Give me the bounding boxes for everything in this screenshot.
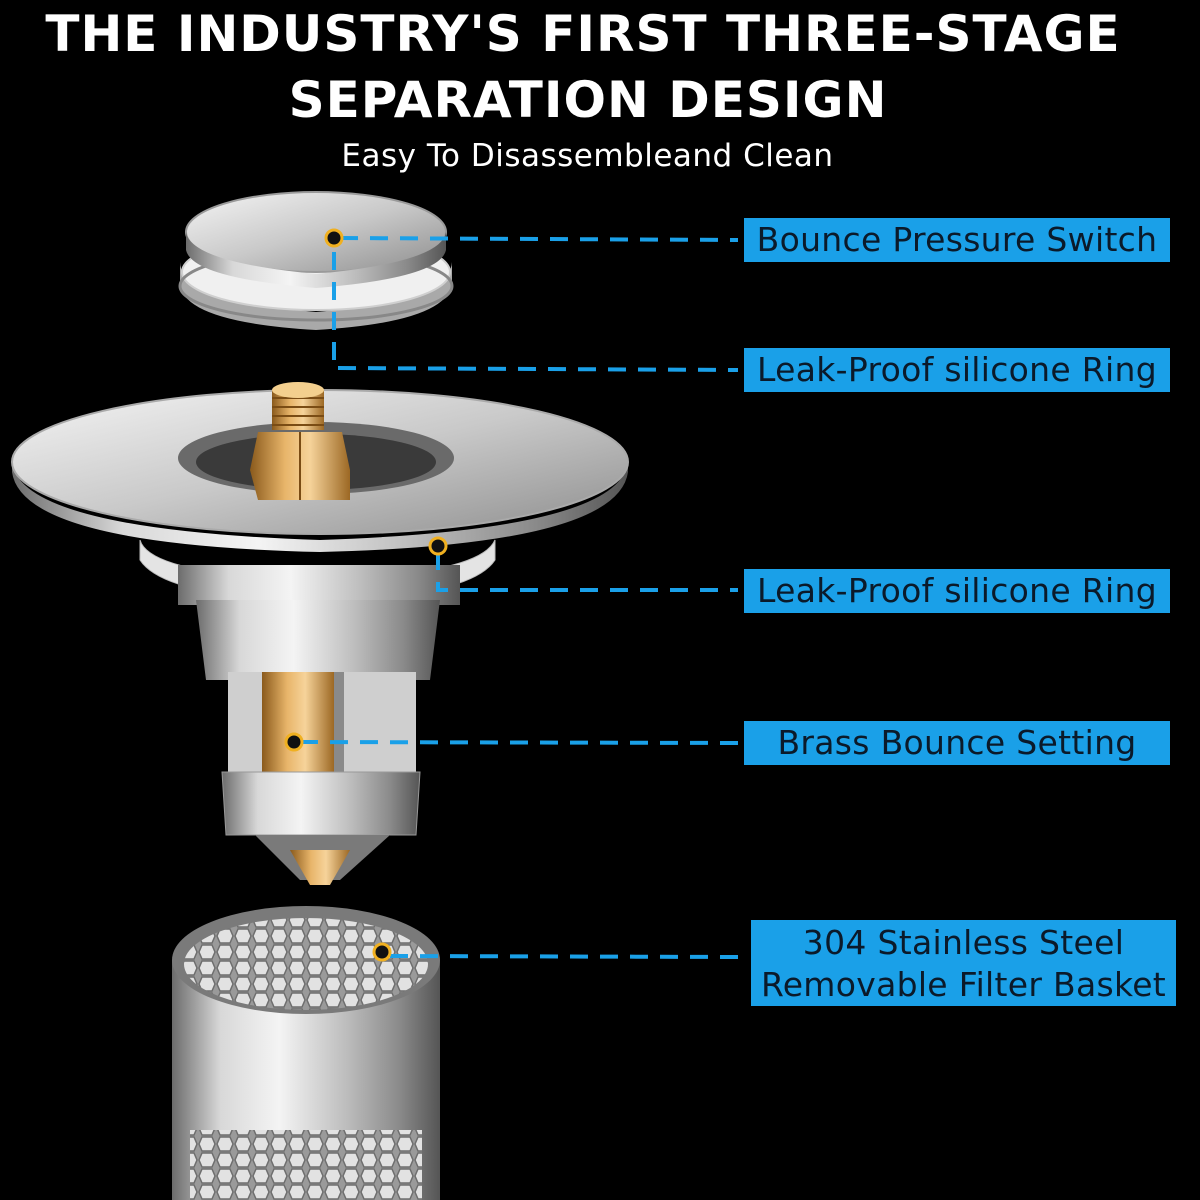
label-filter-basket-line2: Removable Filter Basket bbox=[760, 965, 1167, 1004]
subtitle: Easy To Disassembleand Clean bbox=[341, 138, 834, 174]
label-leak-proof-ring-lower: Leak-Proof silicone Ring bbox=[744, 569, 1170, 613]
drain-body bbox=[178, 565, 460, 885]
brass-stem bbox=[250, 382, 350, 500]
filter-basket bbox=[172, 906, 440, 1200]
leader-lines bbox=[299, 236, 743, 959]
headline-line-2: SEPARATION DESIGN bbox=[288, 71, 888, 129]
label-filter-basket-line1: 304 Stainless Steel bbox=[802, 923, 1125, 962]
label-bounce-pressure-switch: Bounce Pressure Switch bbox=[744, 218, 1170, 262]
label-filter-basket: 304 Stainless Steel Removable Filter Bas… bbox=[751, 920, 1176, 1006]
callout-markers bbox=[284, 228, 448, 962]
label-leak-proof-ring-upper: Leak-Proof silicone Ring bbox=[744, 348, 1170, 392]
marker-brass bbox=[284, 732, 304, 752]
marker-basket bbox=[372, 942, 392, 962]
headline-line-1: THE INDUSTRY'S FIRST THREE-STAGE bbox=[45, 5, 1121, 63]
bounce-switch-cap bbox=[178, 191, 454, 330]
label-brass-bounce-setting: Brass Bounce Setting bbox=[744, 721, 1170, 765]
marker-ring-lower bbox=[428, 536, 448, 556]
marker-switch bbox=[324, 228, 344, 248]
